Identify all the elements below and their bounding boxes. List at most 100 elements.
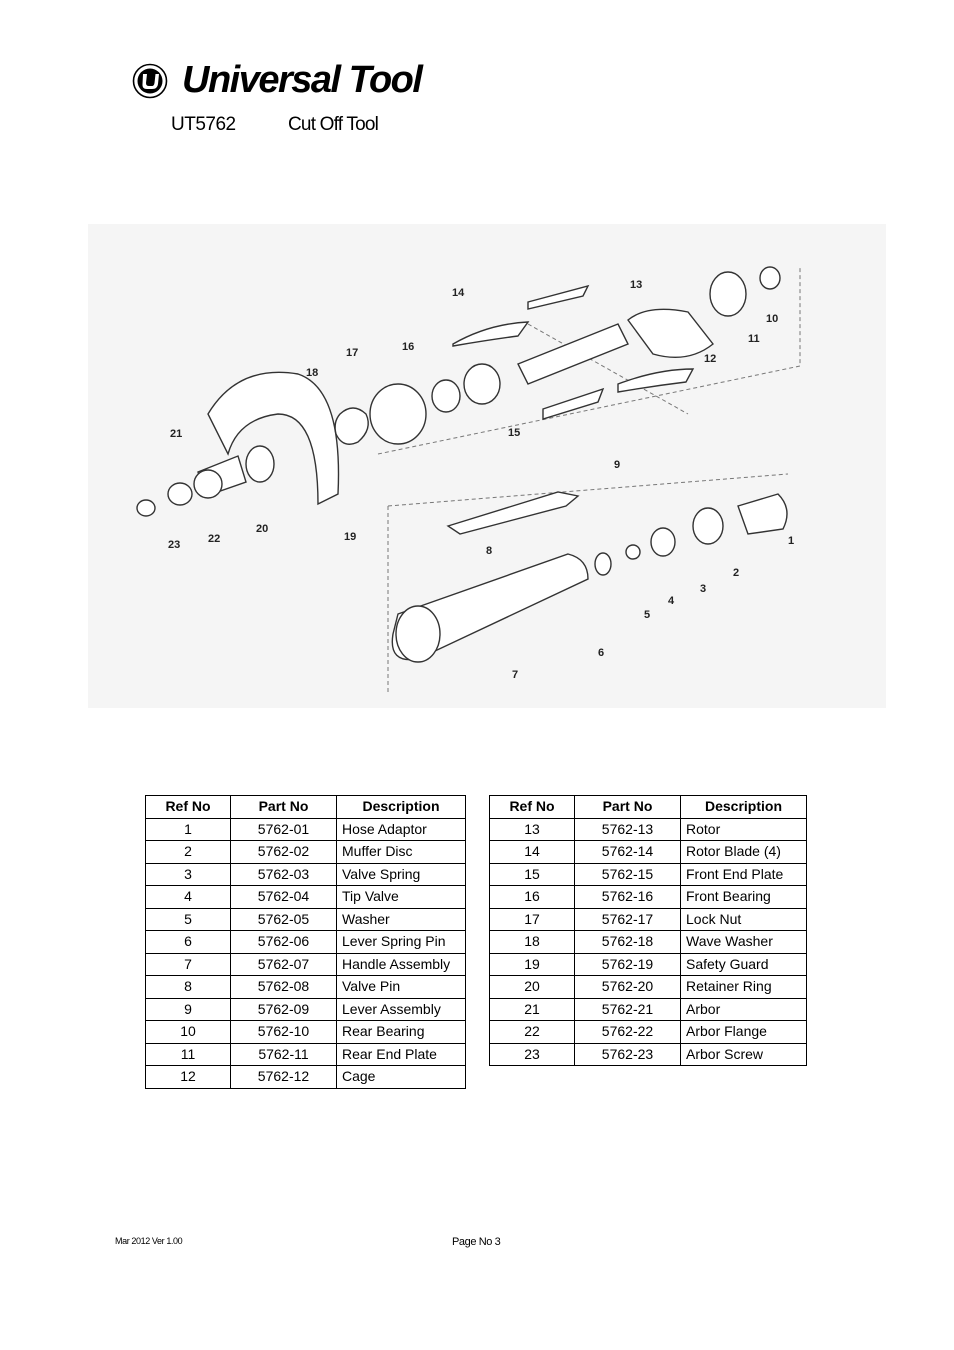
part-no-cell: 5762-05	[230, 907, 337, 931]
header-part-no: Part No	[230, 795, 337, 819]
table-header-row: Ref No Part No Description	[145, 795, 466, 819]
description-cell: Front Bearing	[680, 885, 807, 909]
ref-no-cell: 22	[489, 1020, 575, 1044]
description-cell: Front End Plate	[680, 862, 807, 886]
part-no-cell: 5762-18	[574, 930, 681, 954]
ref-no-cell: 3	[145, 862, 231, 886]
callout-3: 3	[700, 583, 706, 595]
callout-23: 23	[168, 539, 180, 551]
part-no-cell: 5762-04	[230, 885, 337, 909]
part-no-cell: 5762-09	[230, 997, 337, 1021]
callout-21: 21	[170, 428, 182, 440]
part-no-cell: 5762-08	[230, 975, 337, 999]
header-ref-no: Ref No	[145, 795, 231, 819]
part-no-cell: 5762-17	[574, 907, 681, 931]
ref-no-cell: 14	[489, 840, 575, 864]
description-cell: Valve Spring	[336, 862, 466, 886]
description-cell: Arbor	[680, 997, 807, 1021]
ref-no-cell: 11	[145, 1042, 231, 1066]
model-number: UT5762	[171, 114, 236, 135]
ref-no-cell: 16	[489, 885, 575, 909]
ref-no-cell: 2	[145, 840, 231, 864]
ref-no-cell: 1	[145, 817, 231, 841]
part-no-cell: 5762-06	[230, 930, 337, 954]
callout-16: 16	[402, 341, 414, 353]
callout-6: 6	[598, 647, 604, 659]
part-no-cell: 5762-15	[574, 862, 681, 886]
part-no-cell: 5762-23	[574, 1042, 681, 1066]
ref-no-cell: 10	[145, 1020, 231, 1044]
callout-15: 15	[508, 427, 520, 439]
ref-no-cell: 9	[145, 997, 231, 1021]
callout-19: 19	[344, 531, 356, 543]
description-cell: Arbor Flange	[680, 1020, 807, 1044]
description-cell: Washer	[336, 907, 466, 931]
description-cell: Rear End Plate	[336, 1042, 466, 1066]
description-cell: Rotor Blade (4)	[680, 840, 807, 864]
header-part-no: Part No	[574, 795, 681, 819]
brand-name: Universal Tool	[182, 59, 423, 101]
ref-no-cell: 15	[489, 862, 575, 886]
callout-22: 22	[208, 533, 220, 545]
ref-no-cell: 19	[489, 952, 575, 976]
description-cell: Handle Assembly	[336, 952, 466, 976]
part-no-cell: 5762-20	[574, 975, 681, 999]
page-number: Page No 3	[452, 1236, 501, 1248]
callout-13: 13	[630, 279, 642, 291]
description-cell: Muffer Disc	[336, 840, 466, 864]
callout-11: 11	[748, 333, 760, 345]
header-ref-no: Ref No	[489, 795, 575, 819]
ref-no-cell: 7	[145, 952, 231, 976]
callout-17: 17	[346, 347, 358, 359]
version-note: Mar 2012 Ver 1.00	[115, 1236, 183, 1246]
description-cell: Retainer Ring	[680, 975, 807, 999]
part-no-cell: 5762-03	[230, 862, 337, 886]
part-no-cell: 5762-10	[230, 1020, 337, 1044]
ref-no-cell: 21	[489, 997, 575, 1021]
ref-no-cell: 18	[489, 930, 575, 954]
table-header-row: Ref No Part No Description	[489, 795, 807, 819]
callout-9: 9	[614, 459, 620, 471]
callout-2: 2	[733, 567, 739, 579]
description-cell: Hose Adaptor	[336, 817, 466, 841]
exploded-parts-diagram: 1 2 3 4 5 6 7 8 9 10 11 12 13 14 15 16 1…	[88, 224, 886, 708]
part-no-cell: 5762-11	[230, 1042, 337, 1066]
description-cell: Tip Valve	[336, 885, 466, 909]
part-no-cell: 5762-16	[574, 885, 681, 909]
part-no-cell: 5762-13	[574, 817, 681, 841]
description-cell: Safety Guard	[680, 952, 807, 976]
ref-no-cell: 6	[145, 930, 231, 954]
header-description: Description	[336, 795, 466, 819]
callout-4: 4	[668, 595, 675, 607]
callout-12: 12	[704, 353, 716, 365]
description-cell: Wave Washer	[680, 930, 807, 954]
callout-8: 8	[486, 545, 492, 557]
description-cell: Rotor	[680, 817, 807, 841]
description-cell: Cage	[336, 1065, 466, 1089]
part-no-cell: 5762-19	[574, 952, 681, 976]
part-no-cell: 5762-14	[574, 840, 681, 864]
